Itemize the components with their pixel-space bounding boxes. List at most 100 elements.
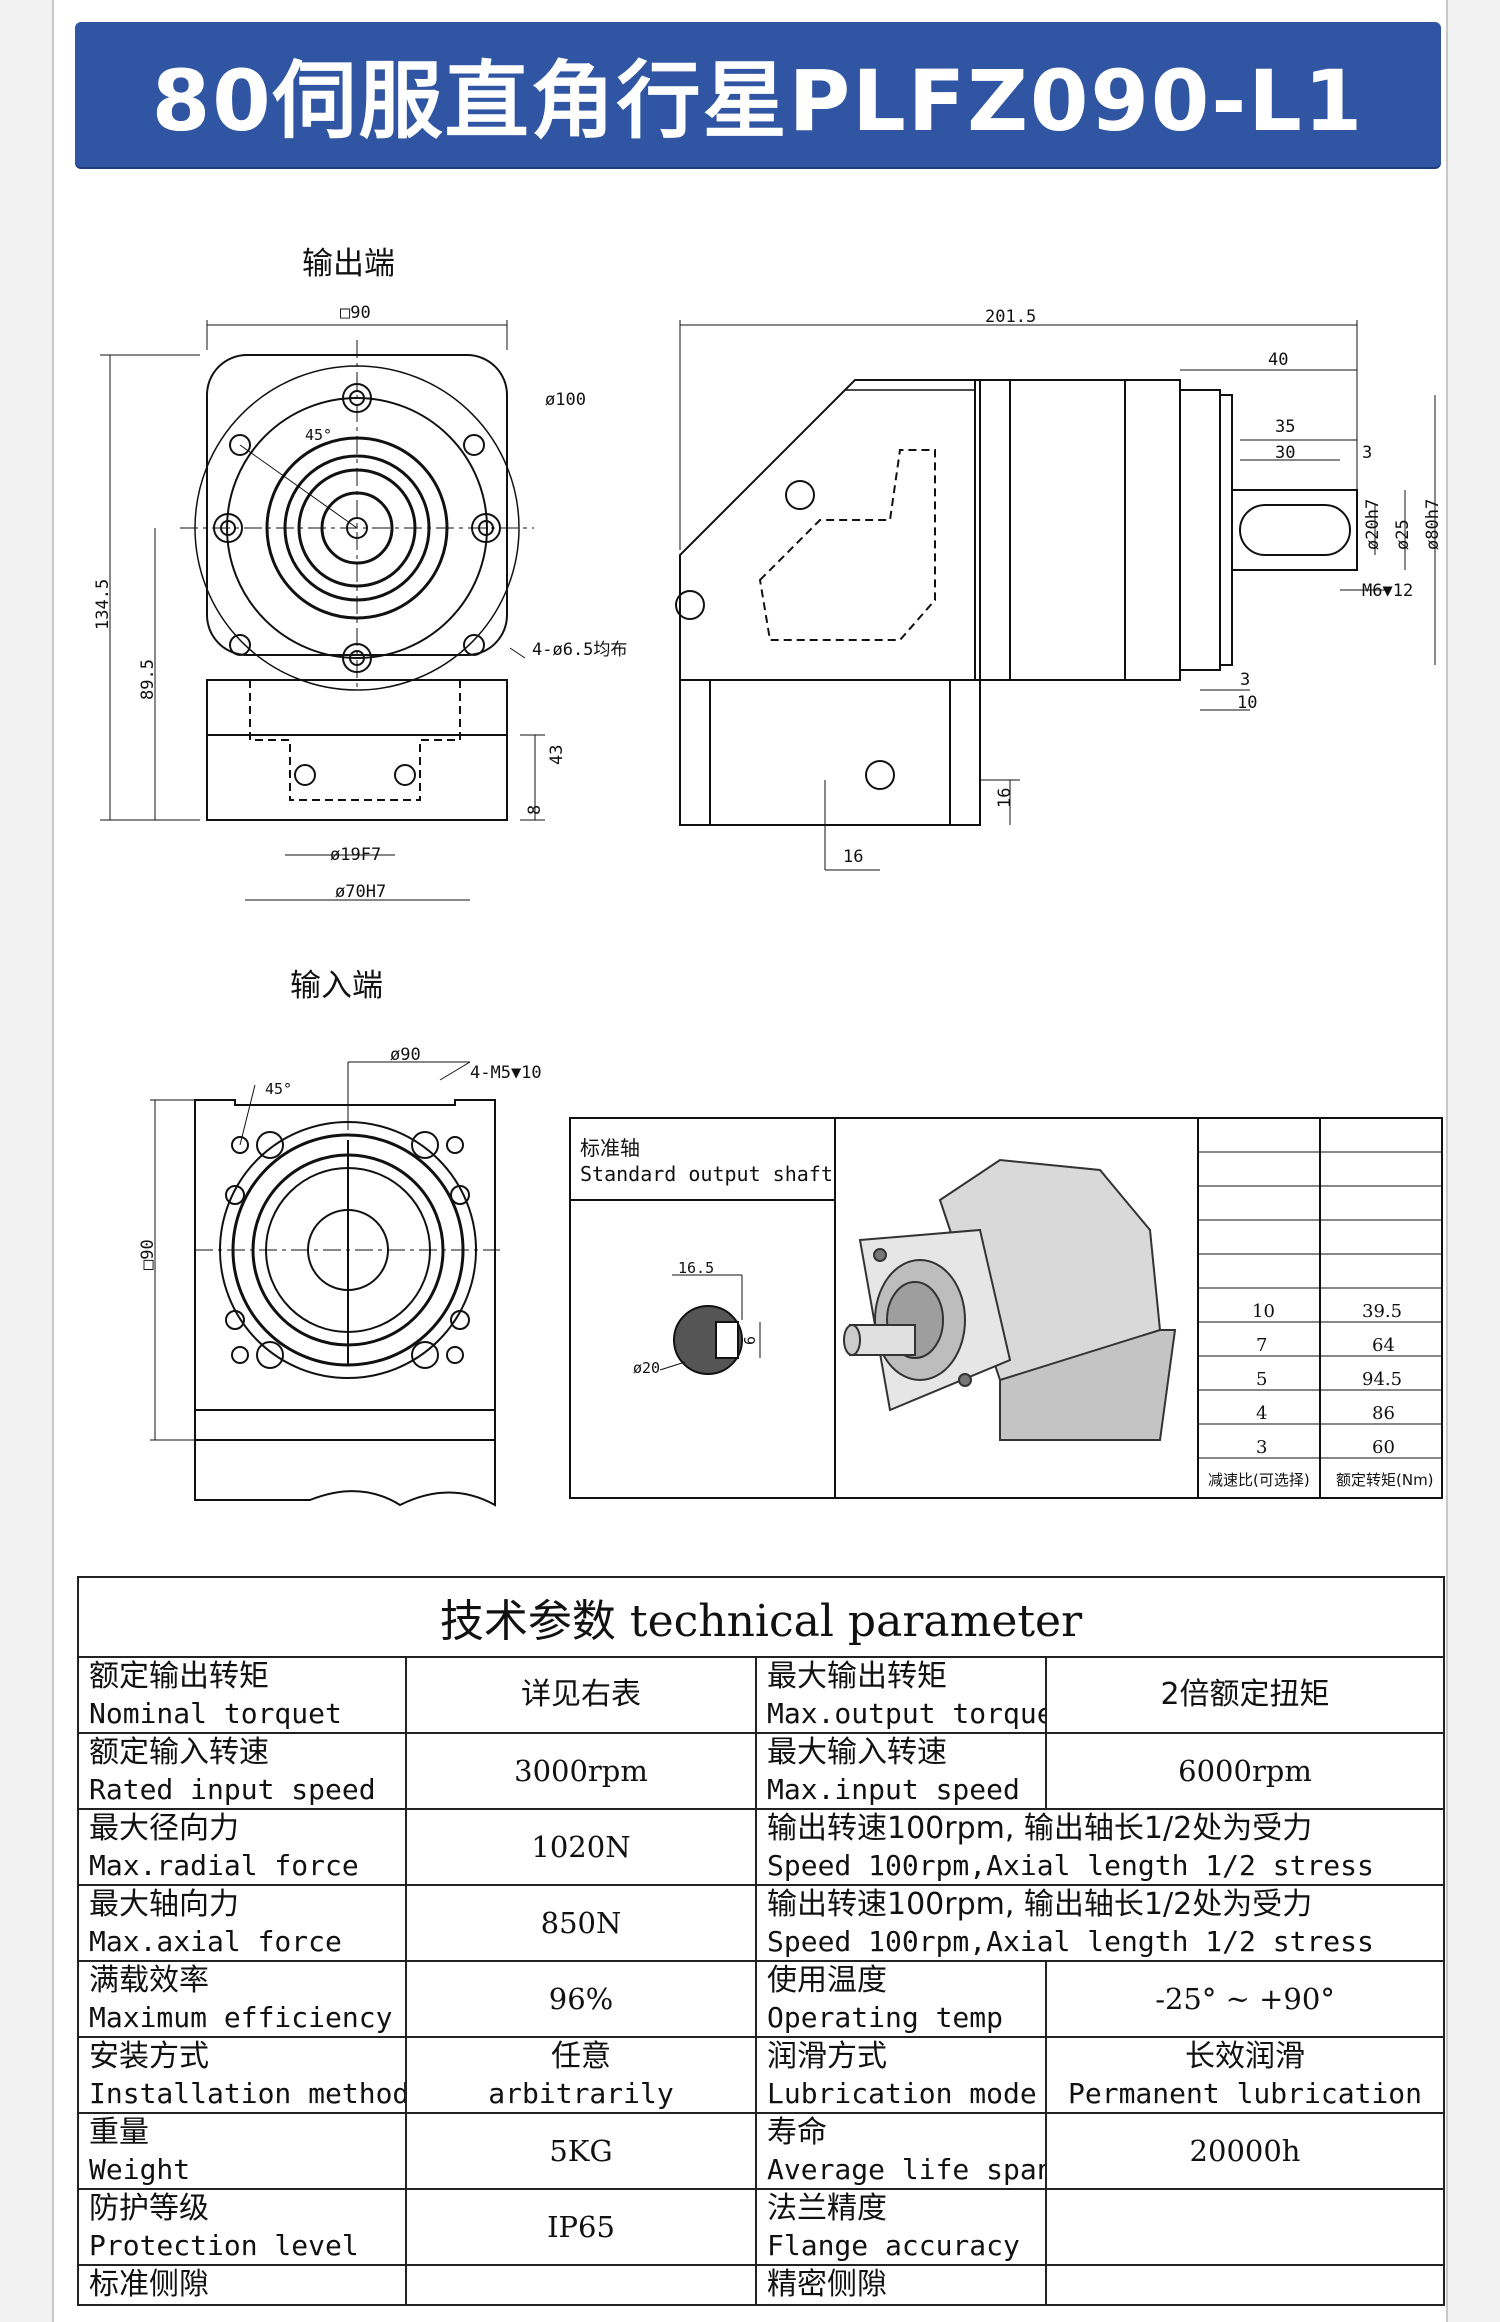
spec-value: 850N [405, 1884, 757, 1962]
spec-label-en: Rated input speed [89, 1773, 376, 1806]
ratio-row-4-ratio: 4 [1256, 1403, 1267, 1424]
ratio-row-5-torque: 60 [1372, 1437, 1395, 1458]
spec-label-en: Max.input speed [767, 1773, 1020, 1806]
spec-label-zh: 标准侧隙 [89, 2267, 209, 2302]
ratio-row-1-torque: 39.5 [1362, 1301, 1402, 1322]
spec-value: IP65 [405, 2188, 757, 2266]
spec-label-zh: 最大输出转矩 [767, 1659, 947, 1694]
spec-note-zh: 输出转速100rpm, 输出轴长1/2处为受力 [767, 1811, 1313, 1846]
input-view-label: 输入端 [290, 968, 383, 1004]
spec-label-en: Average life span [767, 2153, 1046, 2186]
dim-201-5: 201.5 [985, 307, 1036, 327]
spec-label-zh: 使用温度 [767, 1963, 887, 1998]
dim-d90: ø90 [390, 1045, 421, 1065]
ratio-header: 减速比(可选择) [1208, 1471, 1310, 1489]
spec-label-en: Operating temp [767, 2001, 1004, 2034]
shaft-section-icon [659, 1274, 761, 1375]
spec-label-zh: 法兰精度 [767, 2191, 887, 2226]
dim-43: 43 [547, 745, 567, 765]
spec-label-en: Max.output torque [767, 1697, 1046, 1730]
spec-label-zh: 最大输入转速 [767, 1735, 947, 1770]
dim-d25: ø25 [1393, 519, 1413, 550]
dim-square90: □90 [340, 303, 371, 323]
spec-value: 96% [405, 1960, 757, 2038]
dim-8: 8 [525, 805, 545, 815]
spec-label-zh: 防护等级 [89, 2191, 209, 2226]
dim-30: 30 [1275, 443, 1295, 463]
spec-value: 2倍额定扭矩 [1044, 1656, 1446, 1734]
spec-value: 3000rpm [405, 1732, 757, 1810]
dim-shaft-d20: ø20 [633, 1359, 660, 1377]
dim-square90b: □90 [138, 1239, 158, 1270]
dim-m5: 4-M5▼10 [470, 1063, 542, 1083]
dim-d20h7: ø20h7 [1363, 499, 1383, 550]
torque-header: 额定转矩(Nm) [1336, 1471, 1434, 1489]
shaft-box-label-zh: 标准轴 [580, 1136, 640, 1160]
spec-value [405, 2264, 757, 2306]
dim-holes-out: 4-ø6.5均布 [532, 640, 627, 660]
dim-shaft-16-5: 16.5 [678, 1259, 714, 1277]
ratio-row-3-torque: 94.5 [1362, 1369, 1402, 1390]
spec-label-zh: 安装方式 [89, 2039, 209, 2074]
dim-3b: 3 [1240, 670, 1250, 690]
spec-label-zh: 额定输出转矩 [89, 1659, 269, 1694]
dim-m6: M6▼12 [1362, 581, 1413, 601]
spec-value: 5KG [405, 2112, 757, 2190]
dim-45b: 45° [265, 1080, 292, 1098]
spec-label-en: Weight [89, 2153, 191, 2186]
spec-title: 技术参数 technical parameter [76, 1576, 1446, 1658]
dim-shaft-6: 6 [741, 1336, 759, 1345]
spec-label-en: Nominal torquet [89, 1697, 342, 1730]
dim-40: 40 [1268, 350, 1288, 370]
dim-d19f7: ø19F7 [330, 845, 381, 865]
spec-label-en: Protection level [89, 2229, 359, 2262]
spec-label-zh: 重量 [89, 2115, 149, 2150]
dim-16b: 16 [843, 847, 863, 867]
shaft-box-frame [569, 1117, 1443, 1499]
dim-10: 10 [1237, 693, 1257, 713]
output-flange-view [100, 320, 545, 901]
dim-d100: ø100 [545, 390, 586, 410]
spec-label-en: Max.axial force [89, 1925, 342, 1958]
output-view-label: 输出端 [302, 246, 395, 282]
product-title: 80伺服直角行星PLFZ090-L1 [151, 52, 1365, 150]
gearbox-render-image [843, 1158, 1177, 1441]
ratio-row-2-ratio: 7 [1256, 1335, 1267, 1356]
dim-89-5: 89.5 [138, 659, 158, 700]
spec-row: 标准侧隙 精密侧隙 [77, 2264, 1446, 2306]
spec-label-zh: 寿命 [767, 2115, 827, 2150]
dim-3a: 3 [1362, 443, 1372, 463]
input-flange-view [150, 1061, 500, 1507]
spec-note-zh: 输出转速100rpm, 输出轴长1/2处为受力 [767, 1887, 1313, 1922]
spec-label-en: Maximum efficiency [89, 2001, 393, 2034]
ratio-row-4-torque: 86 [1372, 1403, 1395, 1424]
ratio-row-3-ratio: 5 [1256, 1369, 1267, 1390]
spec-label-zh: 最大轴向力 [89, 1887, 239, 1922]
spec-value: 6000rpm [1044, 1732, 1446, 1810]
dim-16a: 16 [995, 788, 1015, 808]
technical-drawing: □90 ø100 45° 4-ø6.5均布 134.5 89.5 43 8 ø1… [93, 303, 1443, 1507]
spec-value: 20000h [1044, 2112, 1446, 2190]
ratio-row-2-torque: 64 [1372, 1335, 1395, 1356]
spec-note-en: Speed 100rpm,Axial length 1/2 stress [767, 1925, 1374, 1958]
dim-45: 45° [305, 426, 332, 444]
dim-134-5: 134.5 [93, 579, 113, 630]
spec-value [1044, 2188, 1446, 2266]
spec-label-zh: 最大径向力 [89, 1811, 239, 1846]
spec-note-en: Speed 100rpm,Axial length 1/2 stress [767, 1849, 1374, 1882]
dim-d70h7: ø70H7 [335, 882, 386, 902]
ratio-row-1-ratio: 10 [1252, 1301, 1275, 1322]
ratio-row-5-ratio: 3 [1256, 1437, 1267, 1458]
dim-35: 35 [1275, 417, 1295, 437]
shaft-box-label-en: Standard output shaft [580, 1162, 833, 1186]
side-view [675, 320, 1436, 871]
